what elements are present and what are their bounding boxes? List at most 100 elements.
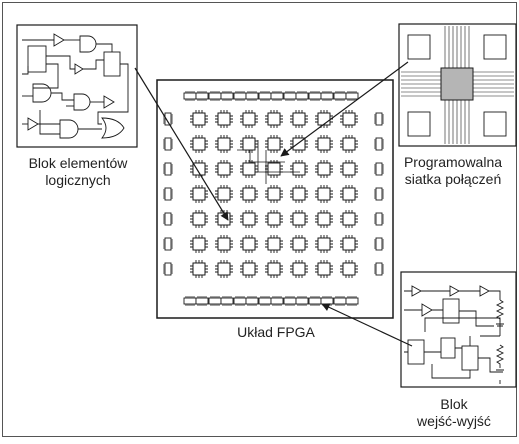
logic-block-cell [215, 235, 233, 253]
switch-box [440, 67, 474, 101]
logic-block-cell [315, 135, 333, 153]
logic-block-cell [315, 160, 333, 178]
io-block-label: Blok wejść-wyjść [392, 396, 516, 430]
io-pad [195, 91, 209, 101]
logic-block-cell [215, 135, 233, 153]
logic-block-cell [240, 260, 258, 278]
io-pad [308, 91, 322, 101]
io-pad [195, 296, 209, 306]
logic-block-cell [315, 210, 333, 228]
io-pad [320, 91, 334, 101]
io-pad [295, 296, 309, 306]
io-pad [183, 91, 197, 101]
io-pad [220, 91, 234, 101]
io-pad [245, 296, 259, 306]
logic-block-inset [16, 24, 138, 148]
callout-arrows [134, 61, 413, 347]
logic-block-cell [340, 185, 358, 203]
io-pads-top [183, 91, 359, 101]
io-pads-right [374, 112, 384, 276]
logic-block-cell [340, 260, 358, 278]
io-pad [163, 212, 173, 226]
io-pad [208, 296, 222, 306]
logic-block-cell [265, 185, 283, 203]
io-pad [233, 91, 247, 101]
interconnect-inset [398, 23, 517, 147]
logic-block-cell [340, 160, 358, 178]
io-pad [374, 262, 384, 276]
logic-block-cell [190, 235, 208, 253]
logic-block-cell [190, 260, 208, 278]
logic-block-cell [240, 235, 258, 253]
logic-block-cell [315, 235, 333, 253]
io-pads-left [163, 112, 173, 276]
logic-block-grid [190, 110, 358, 278]
logic-block-cell [290, 160, 308, 178]
logic-block-cell [240, 135, 258, 153]
io-block-label-line2: wejść-wyjść [417, 413, 491, 429]
logic-block-cell [240, 210, 258, 228]
io-pad [163, 112, 173, 126]
logic-block-cell [340, 235, 358, 253]
logic-block-cell [190, 210, 208, 228]
io-pad [333, 296, 347, 306]
logic-block-cell [190, 110, 208, 128]
logic-block-cell [290, 235, 308, 253]
arrow-logic-block [134, 67, 229, 221]
io-pad [233, 296, 247, 306]
logic-block-label-line1: Blok elementów [28, 155, 128, 171]
io-pad [245, 91, 259, 101]
logic-block-cell [265, 210, 283, 228]
logic-block-cell [290, 185, 308, 203]
logic-block-label: Blok elementów logicznych [6, 155, 150, 189]
logic-block-cell [265, 135, 283, 153]
io-pad [374, 162, 384, 176]
arrow-interconnect [280, 61, 409, 157]
io-block-label-line1: Blok [440, 396, 468, 412]
io-pad [270, 91, 284, 101]
io-pad [270, 296, 284, 306]
io-pad [163, 187, 173, 201]
chip-interconnect-traces [237, 140, 300, 184]
logic-block-cell [215, 260, 233, 278]
io-pad [258, 296, 272, 306]
logic-block-cell [340, 135, 358, 153]
io-pad [333, 91, 347, 101]
logic-block-cell [215, 110, 233, 128]
logic-block-cell [190, 160, 208, 178]
logic-block-label-line2: logicznych [45, 172, 111, 188]
outer-frame [2, 2, 517, 437]
logic-block-cell [290, 110, 308, 128]
interconnect-label-line2: siatka połączeń [404, 171, 502, 187]
logic-block-cell [265, 235, 283, 253]
logic-block-cell [340, 210, 358, 228]
logic-block-cell [215, 185, 233, 203]
io-block-inset [400, 271, 517, 388]
logic-block-cell [290, 260, 308, 278]
io-pad [163, 162, 173, 176]
io-pad [345, 296, 359, 306]
io-pad [220, 296, 234, 306]
interconnect-label-line1: Programowalna [403, 154, 503, 170]
io-pad [283, 296, 297, 306]
io-pad [163, 137, 173, 151]
io-pad [374, 187, 384, 201]
io-pad [374, 112, 384, 126]
io-pad [374, 212, 384, 226]
interconnect-label: Programowalna siatka połączeń [388, 154, 518, 188]
logic-block-cell [340, 110, 358, 128]
io-pad [345, 91, 359, 101]
io-pad [258, 91, 272, 101]
io-pad [295, 91, 309, 101]
logic-block-cell [215, 160, 233, 178]
logic-block-cell [315, 260, 333, 278]
arrow-io-block [321, 303, 413, 347]
logic-block-cell [240, 185, 258, 203]
io-pad [283, 91, 297, 101]
io-pads-bottom [183, 296, 359, 306]
fpga-label: Układ FPGA [237, 324, 315, 340]
logic-block-cell [265, 110, 283, 128]
logic-block-cell [190, 185, 208, 203]
